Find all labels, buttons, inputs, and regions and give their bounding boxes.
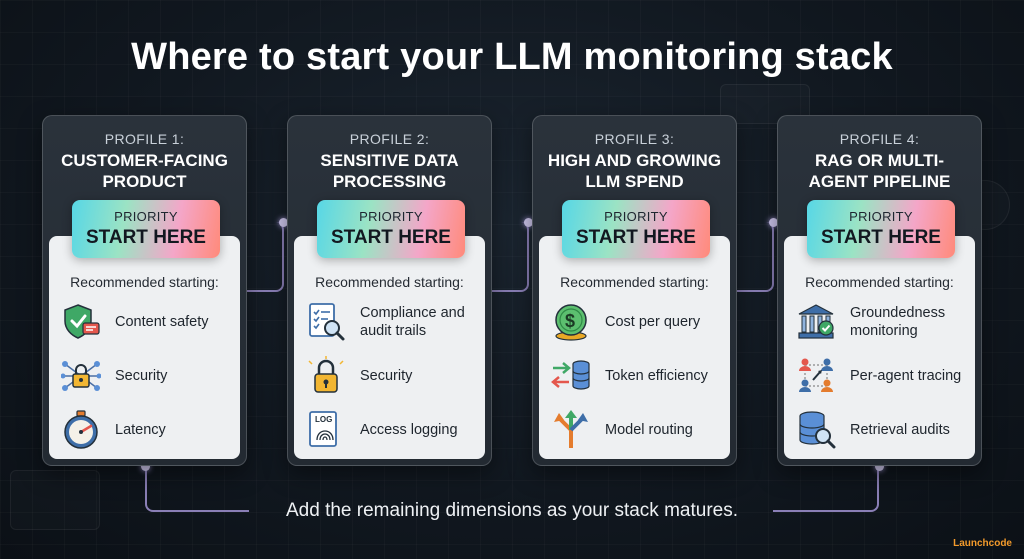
recommendation-item: LOG Access logging	[306, 408, 481, 452]
item-label: Latency	[115, 422, 166, 438]
footer-note: Add the remaining dimensions as your sta…	[286, 500, 738, 521]
priority-value: START HERE	[821, 227, 941, 248]
priority-badge: PRIORITY START HERE	[562, 200, 710, 258]
network-lock-icon	[61, 361, 101, 391]
recommendation-item: Content safety	[61, 300, 236, 344]
priority-value: START HERE	[331, 227, 451, 248]
recommendation-item: Model routing	[551, 408, 726, 452]
connector-dot	[524, 218, 533, 227]
connector-line	[737, 222, 774, 292]
split-arrows-icon	[554, 410, 588, 448]
background-panel	[720, 84, 810, 124]
svg-text:LOG: LOG	[315, 415, 332, 424]
database-search-icon	[799, 411, 836, 449]
checklist-magnifier-icon	[309, 303, 345, 341]
profile-card-3: PROFILE 3: HIGH AND GROWING LLM SPEND Re…	[532, 115, 737, 466]
recommended-label: Recommended starting:	[70, 274, 219, 290]
recommendation-item: Retrieval audits	[796, 408, 971, 452]
item-label: Security	[360, 368, 413, 384]
priority-value: START HERE	[576, 227, 696, 248]
recommendation-item: Latency	[61, 408, 236, 452]
item-label: Token efficiency	[605, 368, 708, 384]
priority-badge: PRIORITY START HERE	[317, 200, 465, 258]
recommendations-panel: Recommended starting: Compliance and aud…	[294, 236, 485, 459]
connector-dot	[875, 462, 884, 471]
svg-text:$: $	[565, 311, 575, 331]
stopwatch-icon	[64, 410, 98, 449]
profile-name: HIGH AND GROWING LLM SPEND	[547, 151, 722, 191]
recommendation-item: Security	[306, 354, 481, 398]
priority-badge: PRIORITY START HERE	[807, 200, 955, 258]
footer-connector-right	[773, 466, 879, 512]
footer-connector-left	[145, 466, 249, 512]
recommendations-panel: Recommended starting: Groundedness monit…	[784, 236, 975, 459]
item-label: Access logging	[360, 422, 458, 438]
item-label: Groundedness monitoring	[850, 305, 946, 339]
priority-value: START HERE	[86, 227, 206, 248]
recommendation-item: Groundedness monitoring	[796, 300, 971, 344]
recommended-label: Recommended starting:	[560, 274, 709, 290]
background-panel	[10, 470, 100, 530]
agents-network-icon	[799, 358, 833, 392]
profile-number: PROFILE 2:	[349, 131, 430, 147]
item-label: Retrieval audits	[850, 422, 950, 438]
item-label: Model routing	[605, 422, 693, 438]
arrows-database-icon	[551, 360, 590, 390]
recommended-label: Recommended starting:	[315, 274, 464, 290]
item-label: Compliance and audit trails	[360, 305, 465, 339]
padlock-icon	[308, 356, 344, 393]
profile-card-2: PROFILE 2: SENSITIVE DATA PROCESSING Rec…	[287, 115, 492, 466]
log-fingerprint-icon: LOG	[309, 411, 337, 447]
profile-name: CUSTOMER-FACING PRODUCT	[61, 151, 228, 191]
dollar-coin-icon: $	[555, 304, 587, 341]
brand-logo: Launchcode	[953, 538, 1012, 549]
item-label: Per-agent tracing	[850, 368, 962, 384]
recommendation-item: $ Cost per query	[551, 300, 726, 344]
connector-dot	[141, 462, 150, 471]
institution-check-icon	[798, 304, 834, 339]
priority-label: PRIORITY	[359, 209, 423, 224]
shield-chat-icon	[64, 304, 100, 339]
connector-line	[492, 222, 529, 292]
page-title: Where to start your LLM monitoring stack	[131, 36, 893, 78]
profile-number: PROFILE 4:	[839, 131, 920, 147]
connector-dot	[769, 218, 778, 227]
item-label: Security	[115, 368, 168, 384]
priority-label: PRIORITY	[849, 209, 913, 224]
recommendation-item: Compliance and audit trails	[306, 300, 481, 344]
priority-badge: PRIORITY START HERE	[72, 200, 220, 258]
recommendations-panel: Recommended starting: Content safety	[49, 236, 240, 459]
profile-number: PROFILE 3:	[594, 131, 675, 147]
recommendation-item: Per-agent tracing	[796, 354, 971, 398]
profile-name: SENSITIVE DATA PROCESSING	[320, 151, 459, 191]
recommendation-item: Token efficiency	[551, 354, 726, 398]
connector-line	[247, 222, 284, 292]
profile-number: PROFILE 1:	[104, 131, 185, 147]
profile-card-1: PROFILE 1: CUSTOMER-FACING PRODUCT Recom…	[42, 115, 247, 466]
recommendation-item: Security	[61, 354, 236, 398]
priority-label: PRIORITY	[114, 209, 178, 224]
profile-card-4: PROFILE 4: RAG OR MULTI-AGENT PIPELINE R…	[777, 115, 982, 466]
priority-label: PRIORITY	[604, 209, 668, 224]
item-label: Cost per query	[605, 314, 701, 330]
profile-name: RAG OR MULTI-AGENT PIPELINE	[808, 151, 951, 191]
recommended-label: Recommended starting:	[805, 274, 954, 290]
item-label: Content safety	[115, 314, 209, 330]
connector-dot	[279, 218, 288, 227]
recommendations-panel: Recommended starting: $ Cost per query T…	[539, 236, 730, 459]
